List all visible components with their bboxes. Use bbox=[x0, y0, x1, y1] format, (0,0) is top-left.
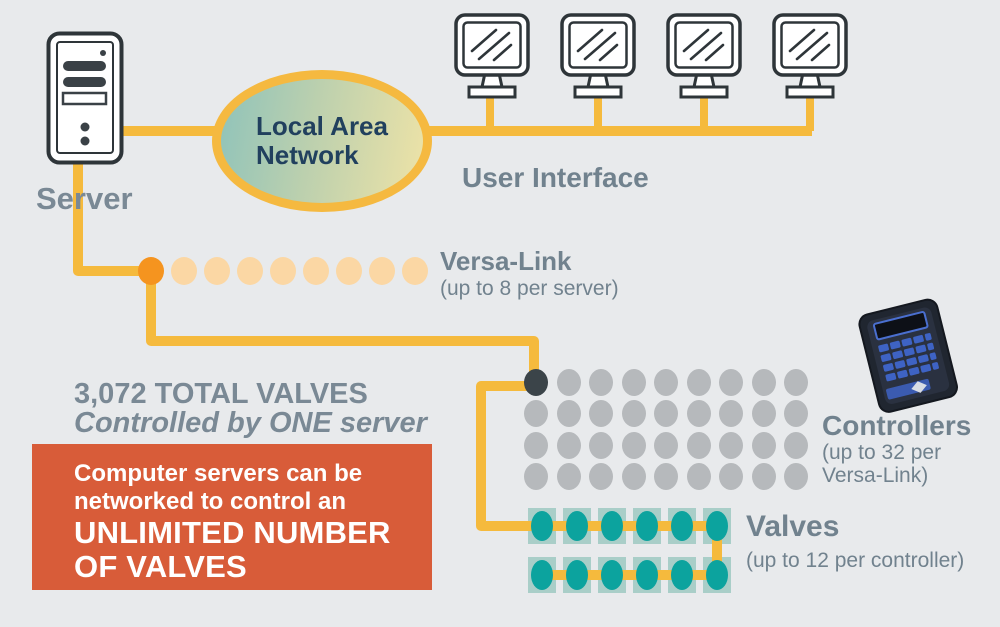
controller-dot bbox=[524, 400, 548, 427]
controller-dot bbox=[686, 431, 711, 459]
lan-label: Local Area Network bbox=[256, 110, 388, 170]
connector-monitor-stubs bbox=[486, 97, 814, 131]
versa-link-dot bbox=[369, 257, 395, 285]
controller-dot bbox=[556, 463, 581, 490]
controller-dot bbox=[589, 463, 613, 490]
versa-link-dot bbox=[171, 257, 197, 285]
controller-dot bbox=[784, 400, 808, 427]
versa-link-sublabel: (up to 8 per server) bbox=[440, 277, 619, 300]
connector-server-versalink bbox=[73, 160, 148, 276]
monitor-icon bbox=[560, 13, 636, 99]
monitor-icon bbox=[454, 13, 530, 99]
controller-dot bbox=[751, 431, 776, 459]
controller-dot bbox=[524, 431, 548, 459]
callout-line2: networked to control an bbox=[74, 488, 347, 516]
lan-node: Local Area Network bbox=[212, 70, 432, 212]
controller-dot bbox=[589, 431, 613, 459]
controller-dot bbox=[621, 463, 646, 490]
valve-dot bbox=[636, 511, 658, 541]
controller-device-image bbox=[858, 298, 958, 413]
versa-link-label: Versa-Link bbox=[440, 246, 572, 276]
controller-dot bbox=[556, 431, 581, 459]
controller-dot bbox=[719, 400, 743, 427]
controller-dot bbox=[719, 431, 743, 459]
controller-dot bbox=[784, 431, 808, 459]
controllers-sublabel-line1: (up to 32 per bbox=[822, 441, 942, 464]
valve-dot bbox=[531, 560, 553, 590]
controller-dot bbox=[621, 368, 646, 396]
controller-dot bbox=[686, 400, 711, 427]
callout-line4: OF VALVES bbox=[74, 548, 247, 584]
controllers-label: Controllers bbox=[822, 410, 972, 441]
controller-dot bbox=[751, 368, 776, 396]
controller-dot bbox=[784, 463, 808, 490]
valve-dot bbox=[601, 511, 623, 541]
versa-link-dot bbox=[237, 257, 263, 285]
user-interface-label: User Interface bbox=[462, 162, 649, 193]
valve-dot bbox=[671, 560, 693, 590]
controller-dot bbox=[556, 368, 581, 396]
valve-dot bbox=[636, 560, 658, 590]
controller-dot bbox=[654, 368, 678, 396]
controller-dot bbox=[621, 400, 646, 427]
valve-dot bbox=[706, 560, 728, 590]
summary-subheadline: Controlled by ONE server bbox=[74, 407, 427, 439]
controller-dot bbox=[686, 463, 711, 490]
controller-dot bbox=[654, 431, 678, 459]
controller-dot bbox=[654, 400, 678, 427]
versa-link-dot bbox=[336, 257, 362, 285]
controller-dot bbox=[556, 400, 581, 427]
valve-dot bbox=[566, 560, 588, 590]
versa-link-dot bbox=[204, 257, 230, 285]
valve-dot bbox=[566, 511, 588, 541]
valve-dot bbox=[706, 511, 728, 541]
controller-dot bbox=[719, 368, 743, 396]
valve-dot bbox=[601, 560, 623, 590]
controller-dot bbox=[784, 368, 808, 396]
controller-dot bbox=[589, 368, 613, 396]
callout-line3: UNLIMITED NUMBER bbox=[74, 515, 391, 551]
controller-dot bbox=[589, 400, 613, 427]
controller-dot bbox=[719, 463, 743, 490]
monitor-icon bbox=[772, 13, 848, 99]
versa-link-dot bbox=[303, 257, 329, 285]
summary-headline: 3,072 TOTAL VALVES bbox=[74, 378, 368, 410]
controller-dot bbox=[751, 400, 776, 427]
valve-dot bbox=[531, 511, 553, 541]
monitor-icon bbox=[666, 13, 742, 99]
versa-link-dot-active bbox=[138, 257, 164, 285]
versa-link-dot bbox=[402, 257, 428, 285]
server-icon bbox=[46, 31, 124, 165]
controller-dot bbox=[654, 463, 678, 490]
valves-label: Valves bbox=[746, 510, 840, 543]
callout-line1: Computer servers can be bbox=[74, 460, 363, 487]
controller-dot bbox=[621, 431, 646, 459]
controller-dot bbox=[524, 463, 548, 490]
controller-dot bbox=[686, 368, 711, 396]
connector-versalink-controllers bbox=[146, 280, 539, 379]
valve-dot bbox=[671, 511, 693, 541]
server-label: Server bbox=[36, 181, 133, 216]
valves-sublabel: (up to 12 per controller) bbox=[746, 549, 965, 572]
controller-dot bbox=[751, 463, 776, 490]
controller-dot-active bbox=[524, 368, 548, 396]
controllers-sublabel-line2: Versa-Link) bbox=[822, 464, 929, 487]
versa-link-dot bbox=[270, 257, 296, 285]
callout-box: Computer servers can be networked to con… bbox=[32, 444, 432, 590]
